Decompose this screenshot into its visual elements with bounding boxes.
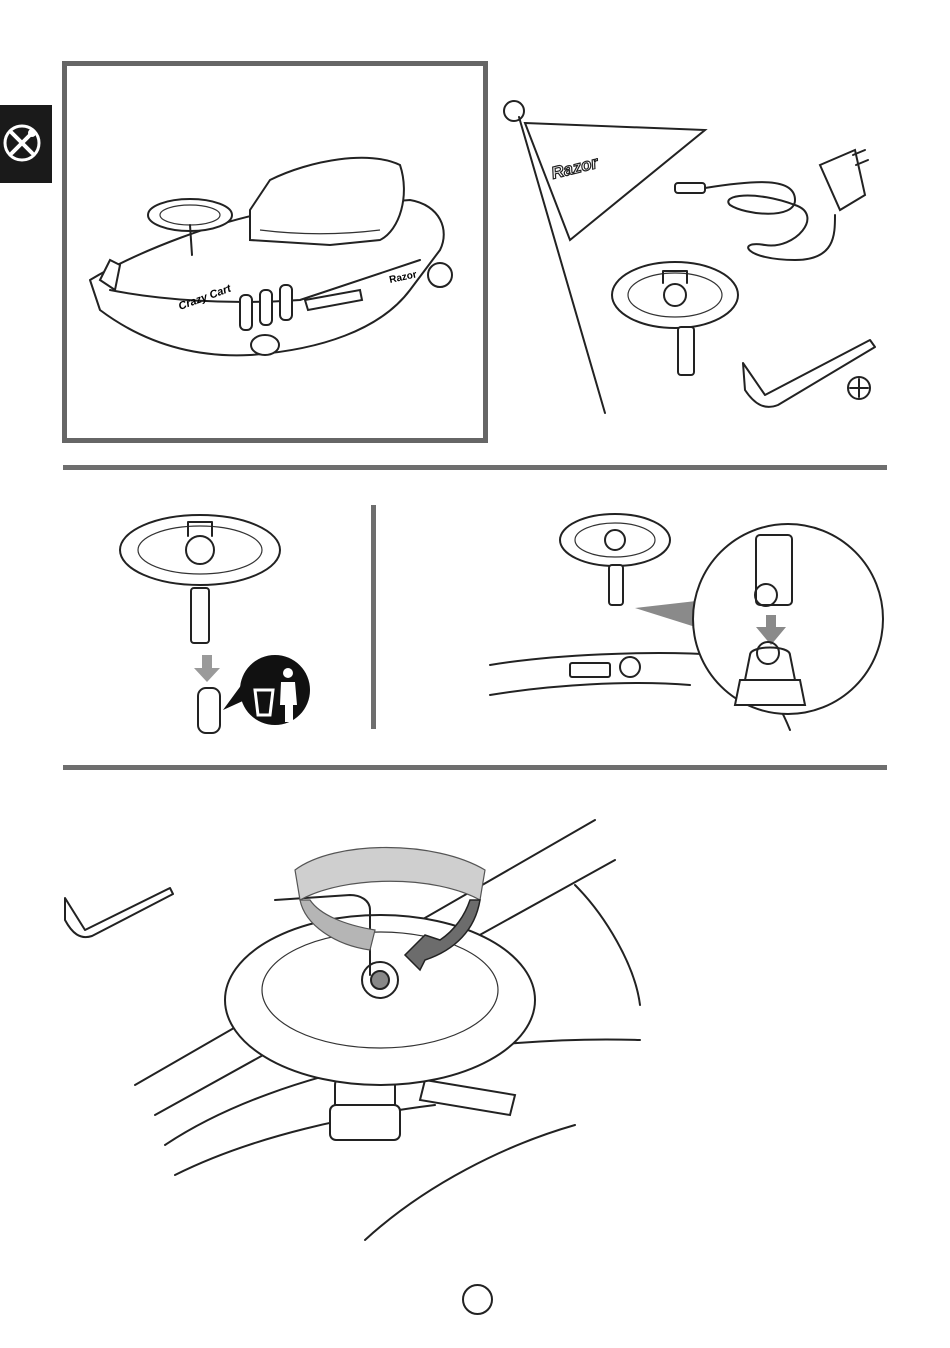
section-tab bbox=[0, 105, 52, 183]
cart-badge: Crazy Cart bbox=[177, 282, 234, 313]
step-separator bbox=[371, 505, 376, 729]
recycle-bin-icon bbox=[240, 655, 310, 725]
step-tighten-bolt bbox=[135, 815, 645, 1245]
cart-logo: Razor bbox=[388, 269, 418, 286]
step-align-shaft bbox=[490, 505, 890, 735]
accessories-illustration: Razor bbox=[495, 95, 895, 425]
section-divider-2 bbox=[63, 765, 887, 770]
page-number-circle bbox=[462, 1284, 493, 1315]
step-remove-cap bbox=[110, 510, 330, 750]
cart-illustration: Razor Crazy Cart bbox=[80, 140, 470, 380]
tools-icon bbox=[0, 105, 52, 183]
section-divider-1 bbox=[63, 465, 887, 470]
